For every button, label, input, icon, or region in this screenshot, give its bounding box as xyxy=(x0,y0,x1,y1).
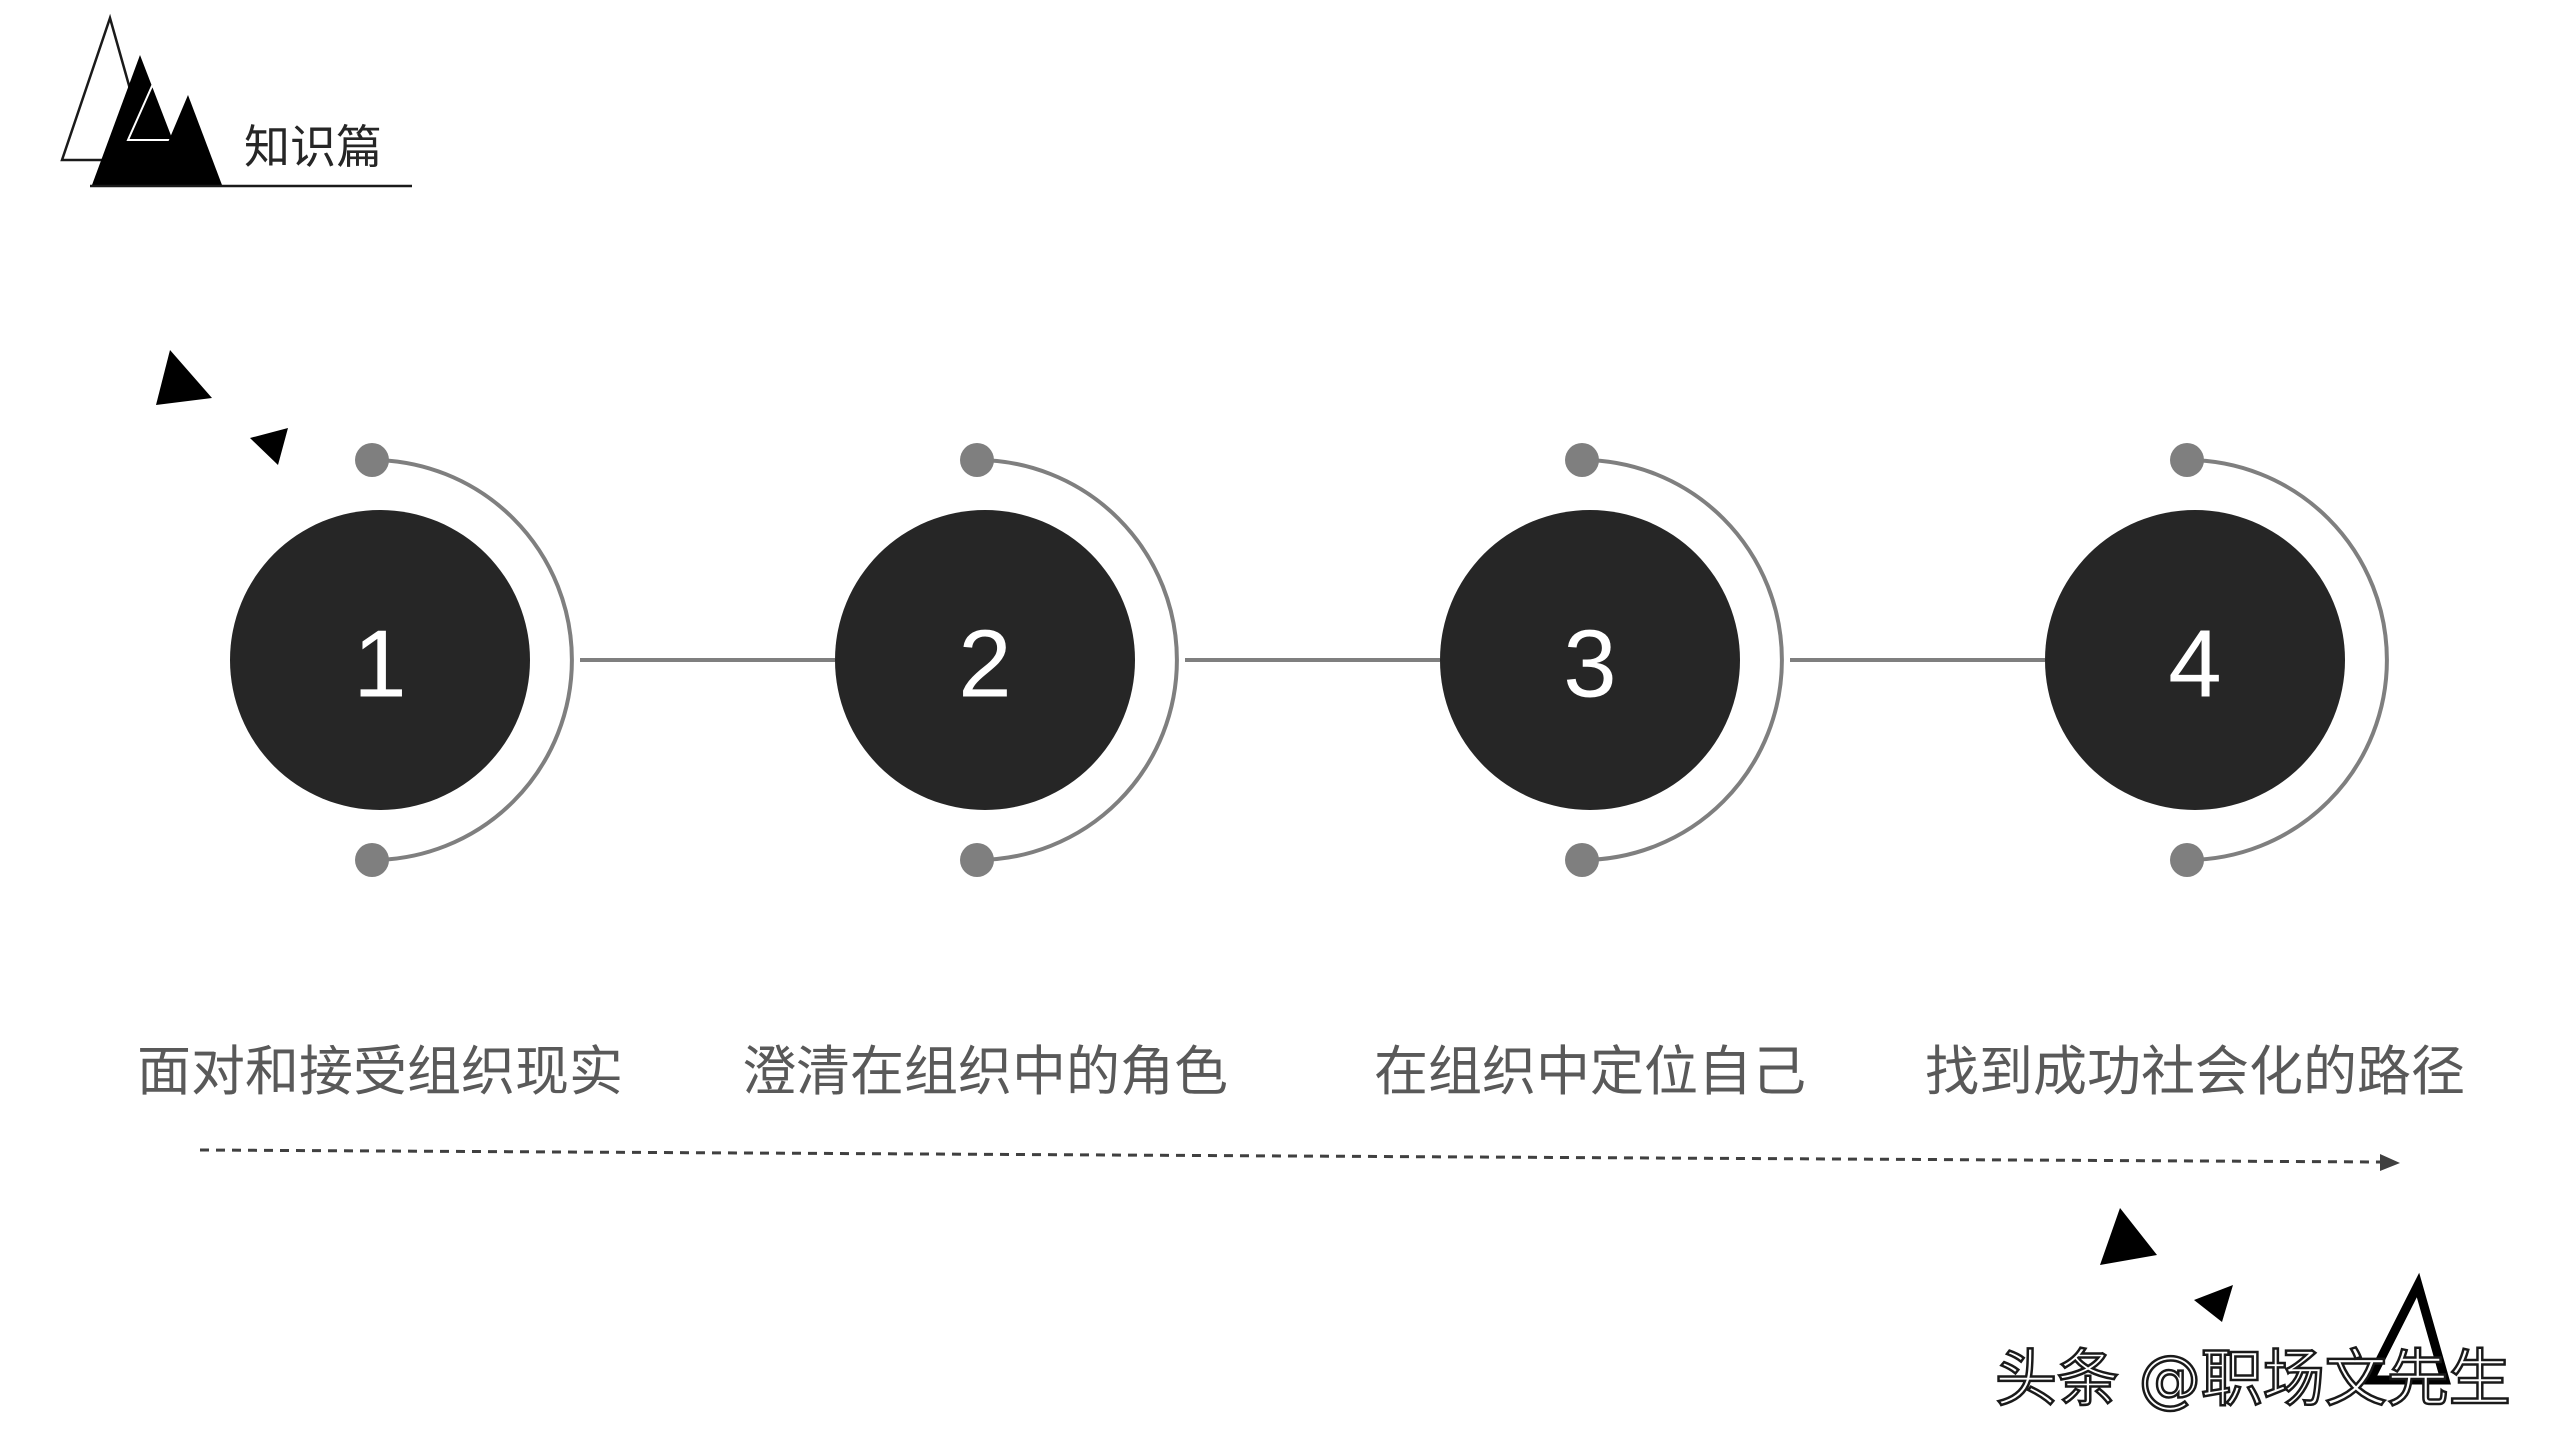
decor-triangle-icon xyxy=(250,428,288,465)
step-label: 澄清在组织中的角色 xyxy=(742,1040,1228,1103)
step-4: 4 找到成功社会化的路径 xyxy=(1925,443,2465,1103)
step-arc xyxy=(2186,458,2389,862)
arc-dot-top xyxy=(355,443,389,477)
arc-dot-bottom xyxy=(2170,843,2204,877)
arc-dot-top xyxy=(2170,443,2204,477)
step-number: 2 xyxy=(958,611,1011,718)
section-title: 知识篇 xyxy=(244,120,382,174)
process-steps: 1 面对和接受组织现实 2 澄清在组织中的角色 3 在组织中定位自己 4 找到成功社会化的路径 xyxy=(137,443,2465,1103)
arc-dot-bottom xyxy=(960,843,994,877)
step-label: 找到成功社会化的路径 xyxy=(1925,1040,2465,1103)
arc-dot-bottom xyxy=(355,843,389,877)
step-label: 在组织中定位自己 xyxy=(1374,1040,1806,1103)
step-arc xyxy=(371,458,574,862)
step-number: 1 xyxy=(353,611,406,718)
step-3: 3 在组织中定位自己 xyxy=(1374,443,1806,1103)
arc-dot-bottom xyxy=(1565,843,1599,877)
mountain-logo-icon xyxy=(60,13,222,185)
step-circle xyxy=(230,510,530,810)
timeline-arrow xyxy=(199,1148,2400,1171)
step-circle xyxy=(1440,510,1740,810)
step-circle xyxy=(2045,510,2345,810)
step-arc xyxy=(976,458,1179,862)
decor-triangle-icon xyxy=(2100,1208,2157,1265)
arc-dot-top xyxy=(960,443,994,477)
step-1: 1 面对和接受组织现实 xyxy=(137,443,623,1103)
step-2: 2 澄清在组织中的角色 xyxy=(742,443,1228,1103)
arrow-head-icon xyxy=(2380,1154,2400,1171)
step-circle xyxy=(835,510,1135,810)
step-number: 4 xyxy=(2168,611,2221,718)
decor-triangle-outline-icon xyxy=(2362,1272,2451,1385)
step-arc xyxy=(1581,458,1784,862)
arc-dot-top xyxy=(1565,443,1599,477)
step-label: 面对和接受组织现实 xyxy=(137,1040,623,1103)
watermark-text: 头条 @职场文先生 xyxy=(1995,1342,2511,1415)
step-number: 3 xyxy=(1563,611,1616,718)
decor-triangle-icon xyxy=(156,350,212,405)
decor-triangle-icon xyxy=(2194,1285,2233,1322)
